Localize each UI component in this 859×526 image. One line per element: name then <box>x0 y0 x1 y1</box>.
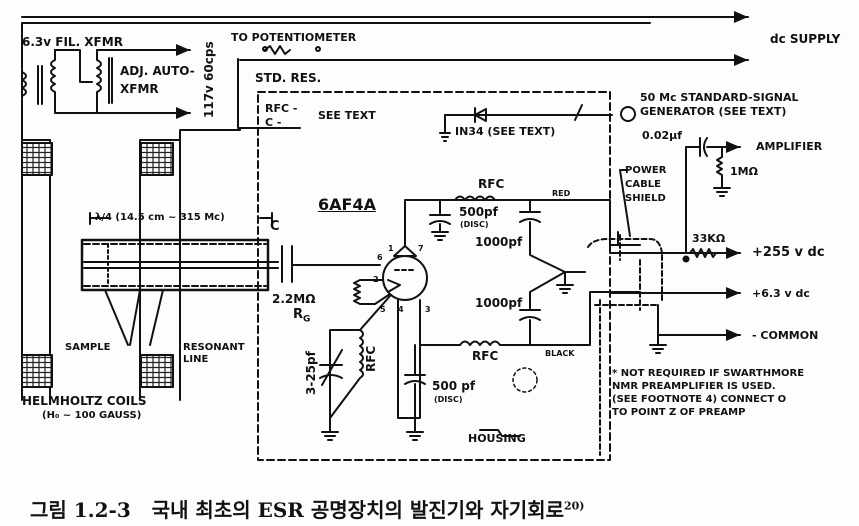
label-dc-supply: dc SUPPLY <box>770 32 841 46</box>
label-rfc: RFC - <box>265 102 298 115</box>
pin-3: 3 <box>425 305 431 314</box>
label-c-coupling: C <box>270 219 280 234</box>
point-o <box>682 255 690 263</box>
pin-2: 2 <box>373 275 379 284</box>
fil-xfmr-secondary <box>50 49 56 113</box>
label-line: LINE <box>183 354 209 365</box>
fil-xfmr-core <box>37 65 43 105</box>
footnote-line: * NOT REQUIRED IF SWARTHMORE <box>612 368 805 379</box>
label-rfc-top: RFC <box>478 177 505 191</box>
housing-hole <box>512 367 538 393</box>
helmholtz-coil-top-left <box>21 142 53 176</box>
housing-outline <box>257 91 611 461</box>
caption-reference: 20) <box>564 499 585 513</box>
label-fil-xfmr: 6.3v FIL. XFMR <box>22 35 123 49</box>
caption-text: 국내 최초의 ESR 공명장치의 발진기와 자기회로 <box>151 498 564 522</box>
label-siggen-1: 50 Mc STANDARD-SIGNAL <box>640 91 799 104</box>
fil-xfmr-primary <box>21 71 27 97</box>
wire-top-frame <box>21 22 651 401</box>
label-1000pf-a: 1000pf <box>475 235 523 249</box>
label-diode: IN34 (SEE TEXT) <box>455 125 556 138</box>
label-helmholtz-field: (H₀ ~ 100 GAUSS) <box>42 410 142 421</box>
label-6-3v: +6.3 v dc <box>752 287 810 300</box>
label-adj-auto: ADJ. AUTO- <box>120 64 195 78</box>
coupling-cap-C <box>281 245 293 283</box>
diode-1n34 <box>474 107 487 123</box>
label-sample: SAMPLE <box>65 342 111 353</box>
figure-number: 그림 1.2-3 <box>30 498 131 522</box>
label-255v: +255 v dc <box>752 245 825 260</box>
label-r-33k: 33KΩ <box>692 232 726 245</box>
signal-generator-coupling-loop <box>620 106 636 122</box>
label-disc-bottom: (DISC) <box>434 395 463 404</box>
label-rfc-bottom: RFC <box>472 349 499 363</box>
resistor-33k <box>689 247 741 259</box>
label-variable-cap: 3-25pf <box>304 351 318 395</box>
label-red-wire: RED <box>552 189 571 198</box>
pin-1: 1 <box>388 244 394 253</box>
label-rg-value: 2.2MΩ <box>272 292 316 306</box>
label-1000pf-b: 1000pf <box>475 296 523 310</box>
pin-6: 6 <box>377 253 383 262</box>
label-shield: SHIELD <box>625 193 666 204</box>
label-r-1meg: 1MΩ <box>730 165 758 178</box>
std-res <box>237 58 301 129</box>
label-500pf-bottom: 500 pf <box>432 379 476 393</box>
label-to-potentiometer: TO POTENTIOMETER <box>231 31 357 44</box>
label-resonant: RESONANT <box>183 342 245 353</box>
label-rfc-tank: RFC <box>364 345 378 372</box>
variable-cap <box>319 349 343 386</box>
label-xfmr: XFMR <box>120 82 159 96</box>
label-500pf-top: 500pf <box>459 205 498 219</box>
pin-7: 7 <box>418 244 424 253</box>
footnote-line: (SEE FOOTNOTE 4) CONNECT O <box>612 394 787 405</box>
power-cable-shield <box>587 234 663 456</box>
label-see-text: SEE TEXT <box>318 109 376 122</box>
label-mains: 117v 60cps <box>202 41 216 118</box>
resonant-line-inner <box>83 261 279 269</box>
resonant-line-outer <box>80 238 270 292</box>
label-helmholtz: HELMHOLTZ COILS <box>22 394 147 408</box>
helmholtz-coil-bottom-left <box>21 354 53 388</box>
helmholtz-coil-bottom-right <box>140 354 174 388</box>
auto-xfmr-winding <box>96 49 102 114</box>
label-tube-6af4a: 6AF4A <box>318 195 376 214</box>
rfc-bottom <box>459 291 611 346</box>
label-cable: CABLE <box>625 179 661 190</box>
label-housing: HOUSING <box>468 432 526 445</box>
label-rg: RG <box>293 307 311 325</box>
label-amplifier: AMPLIFIER <box>756 140 823 153</box>
label-c: C - <box>265 116 282 129</box>
figure-caption: 그림 1.2-3 국내 최초의 ESR 공명장치의 발진기와 자기회로20) <box>30 494 585 523</box>
pin-4: 4 <box>398 305 404 314</box>
label-quarter-wave: λ/4 (14.5 cm ~ 315 Mc) <box>95 212 225 223</box>
footnote-line: TO POINT Z OF PREAMP <box>612 407 746 418</box>
footnote: * NOT REQUIRED IF SWARTHMORE NMR PREAMPL… <box>612 367 804 419</box>
footnote-line: NMR PREAMPLIFIER IS USED. <box>612 381 776 392</box>
label-power: POWER <box>625 165 667 176</box>
pin-5: 5 <box>380 305 386 314</box>
label-cap-002: 0.02µf <box>642 129 683 142</box>
label-std-res: STD. RES. <box>255 71 322 85</box>
label-black-wire: BLACK <box>545 349 575 358</box>
label-common: - COMMON <box>752 329 819 342</box>
label-siggen-2: GENERATOR (SEE TEXT) <box>640 105 787 118</box>
label-disc-top: (DISC) <box>460 220 489 229</box>
rfc-top <box>454 195 496 201</box>
helmholtz-coil-top-right <box>140 142 174 176</box>
